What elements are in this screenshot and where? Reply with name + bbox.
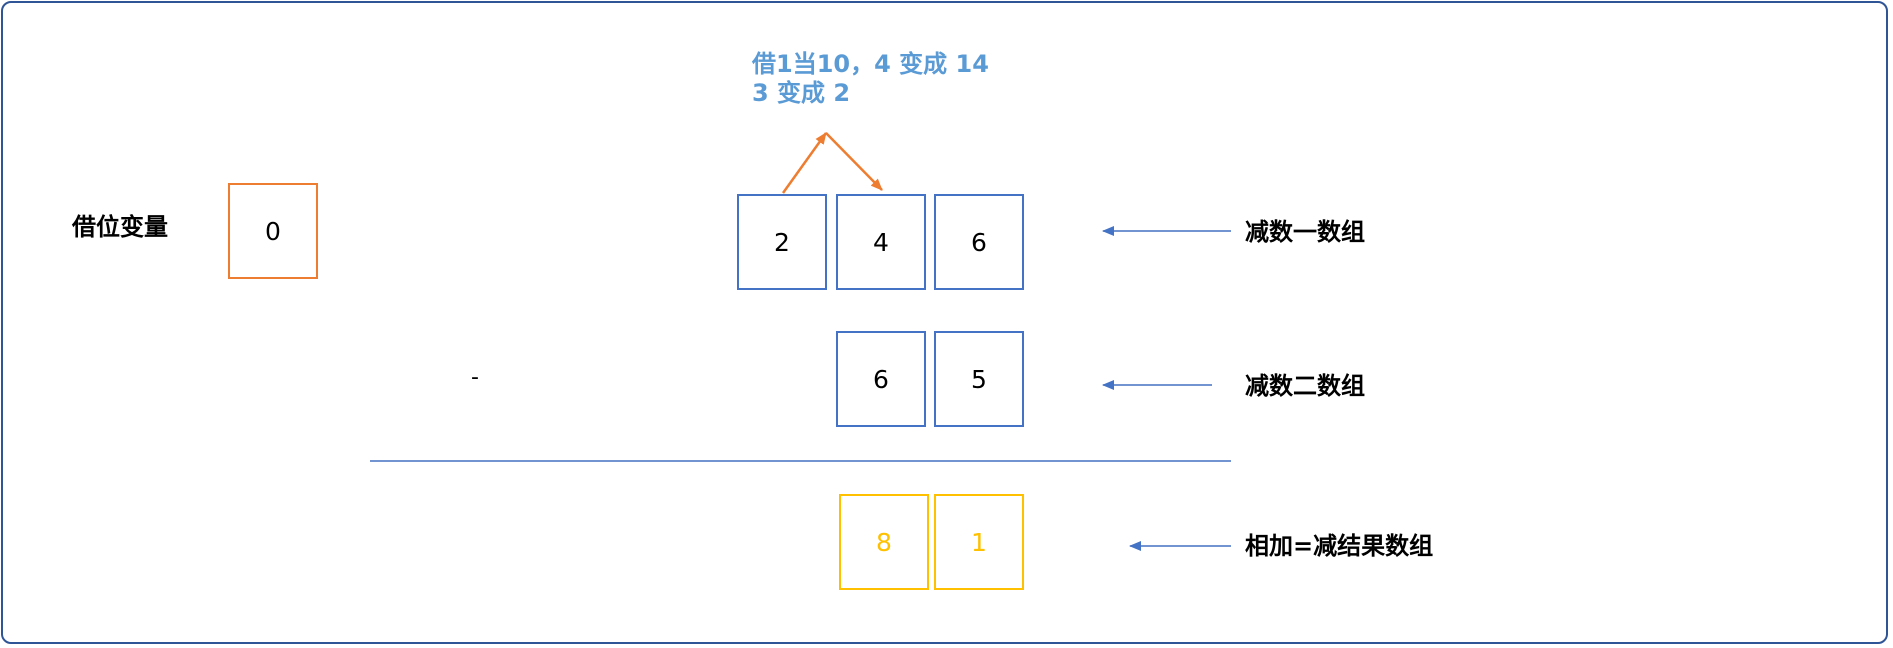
array1-cell-0: 2 — [737, 194, 827, 290]
borrow-note-line1: 借1当10，4 变成 14 — [752, 50, 989, 78]
result-cell-0-value: 8 — [876, 527, 892, 557]
borrow-arrow-up — [781, 132, 828, 194]
borrow-variable-value: 0 — [265, 216, 281, 246]
array2-cell-1-value: 5 — [971, 364, 987, 394]
borrow-note-line2: 3 变成 2 — [752, 79, 851, 107]
array1-cell-1-value: 4 — [873, 227, 889, 257]
minus-operator: - — [471, 365, 479, 390]
borrow-note: 借1当10，4 变成 14 3 变成 2 — [752, 50, 989, 108]
result-label: 相加=减结果数组 — [1245, 532, 1434, 560]
borrow-variable-box: 0 — [228, 183, 318, 279]
array2-cell-1: 5 — [934, 331, 1024, 427]
array2-cell-0: 6 — [836, 331, 926, 427]
array1-cell-1: 4 — [836, 194, 926, 290]
array1-label: 减数一数组 — [1245, 218, 1365, 246]
array2-label: 减数二数组 — [1245, 372, 1365, 400]
array1-cell-2-value: 6 — [971, 227, 987, 257]
array1-cell-0-value: 2 — [774, 227, 790, 257]
borrow-arrow-down — [825, 132, 883, 191]
result-cell-1-value: 1 — [971, 527, 987, 557]
array1-cell-2: 6 — [934, 194, 1024, 290]
array2-cell-0-value: 6 — [873, 364, 889, 394]
result-cell-0: 8 — [839, 494, 929, 590]
result-cell-1: 1 — [934, 494, 1024, 590]
borrow-variable-label: 借位变量 — [72, 213, 168, 241]
